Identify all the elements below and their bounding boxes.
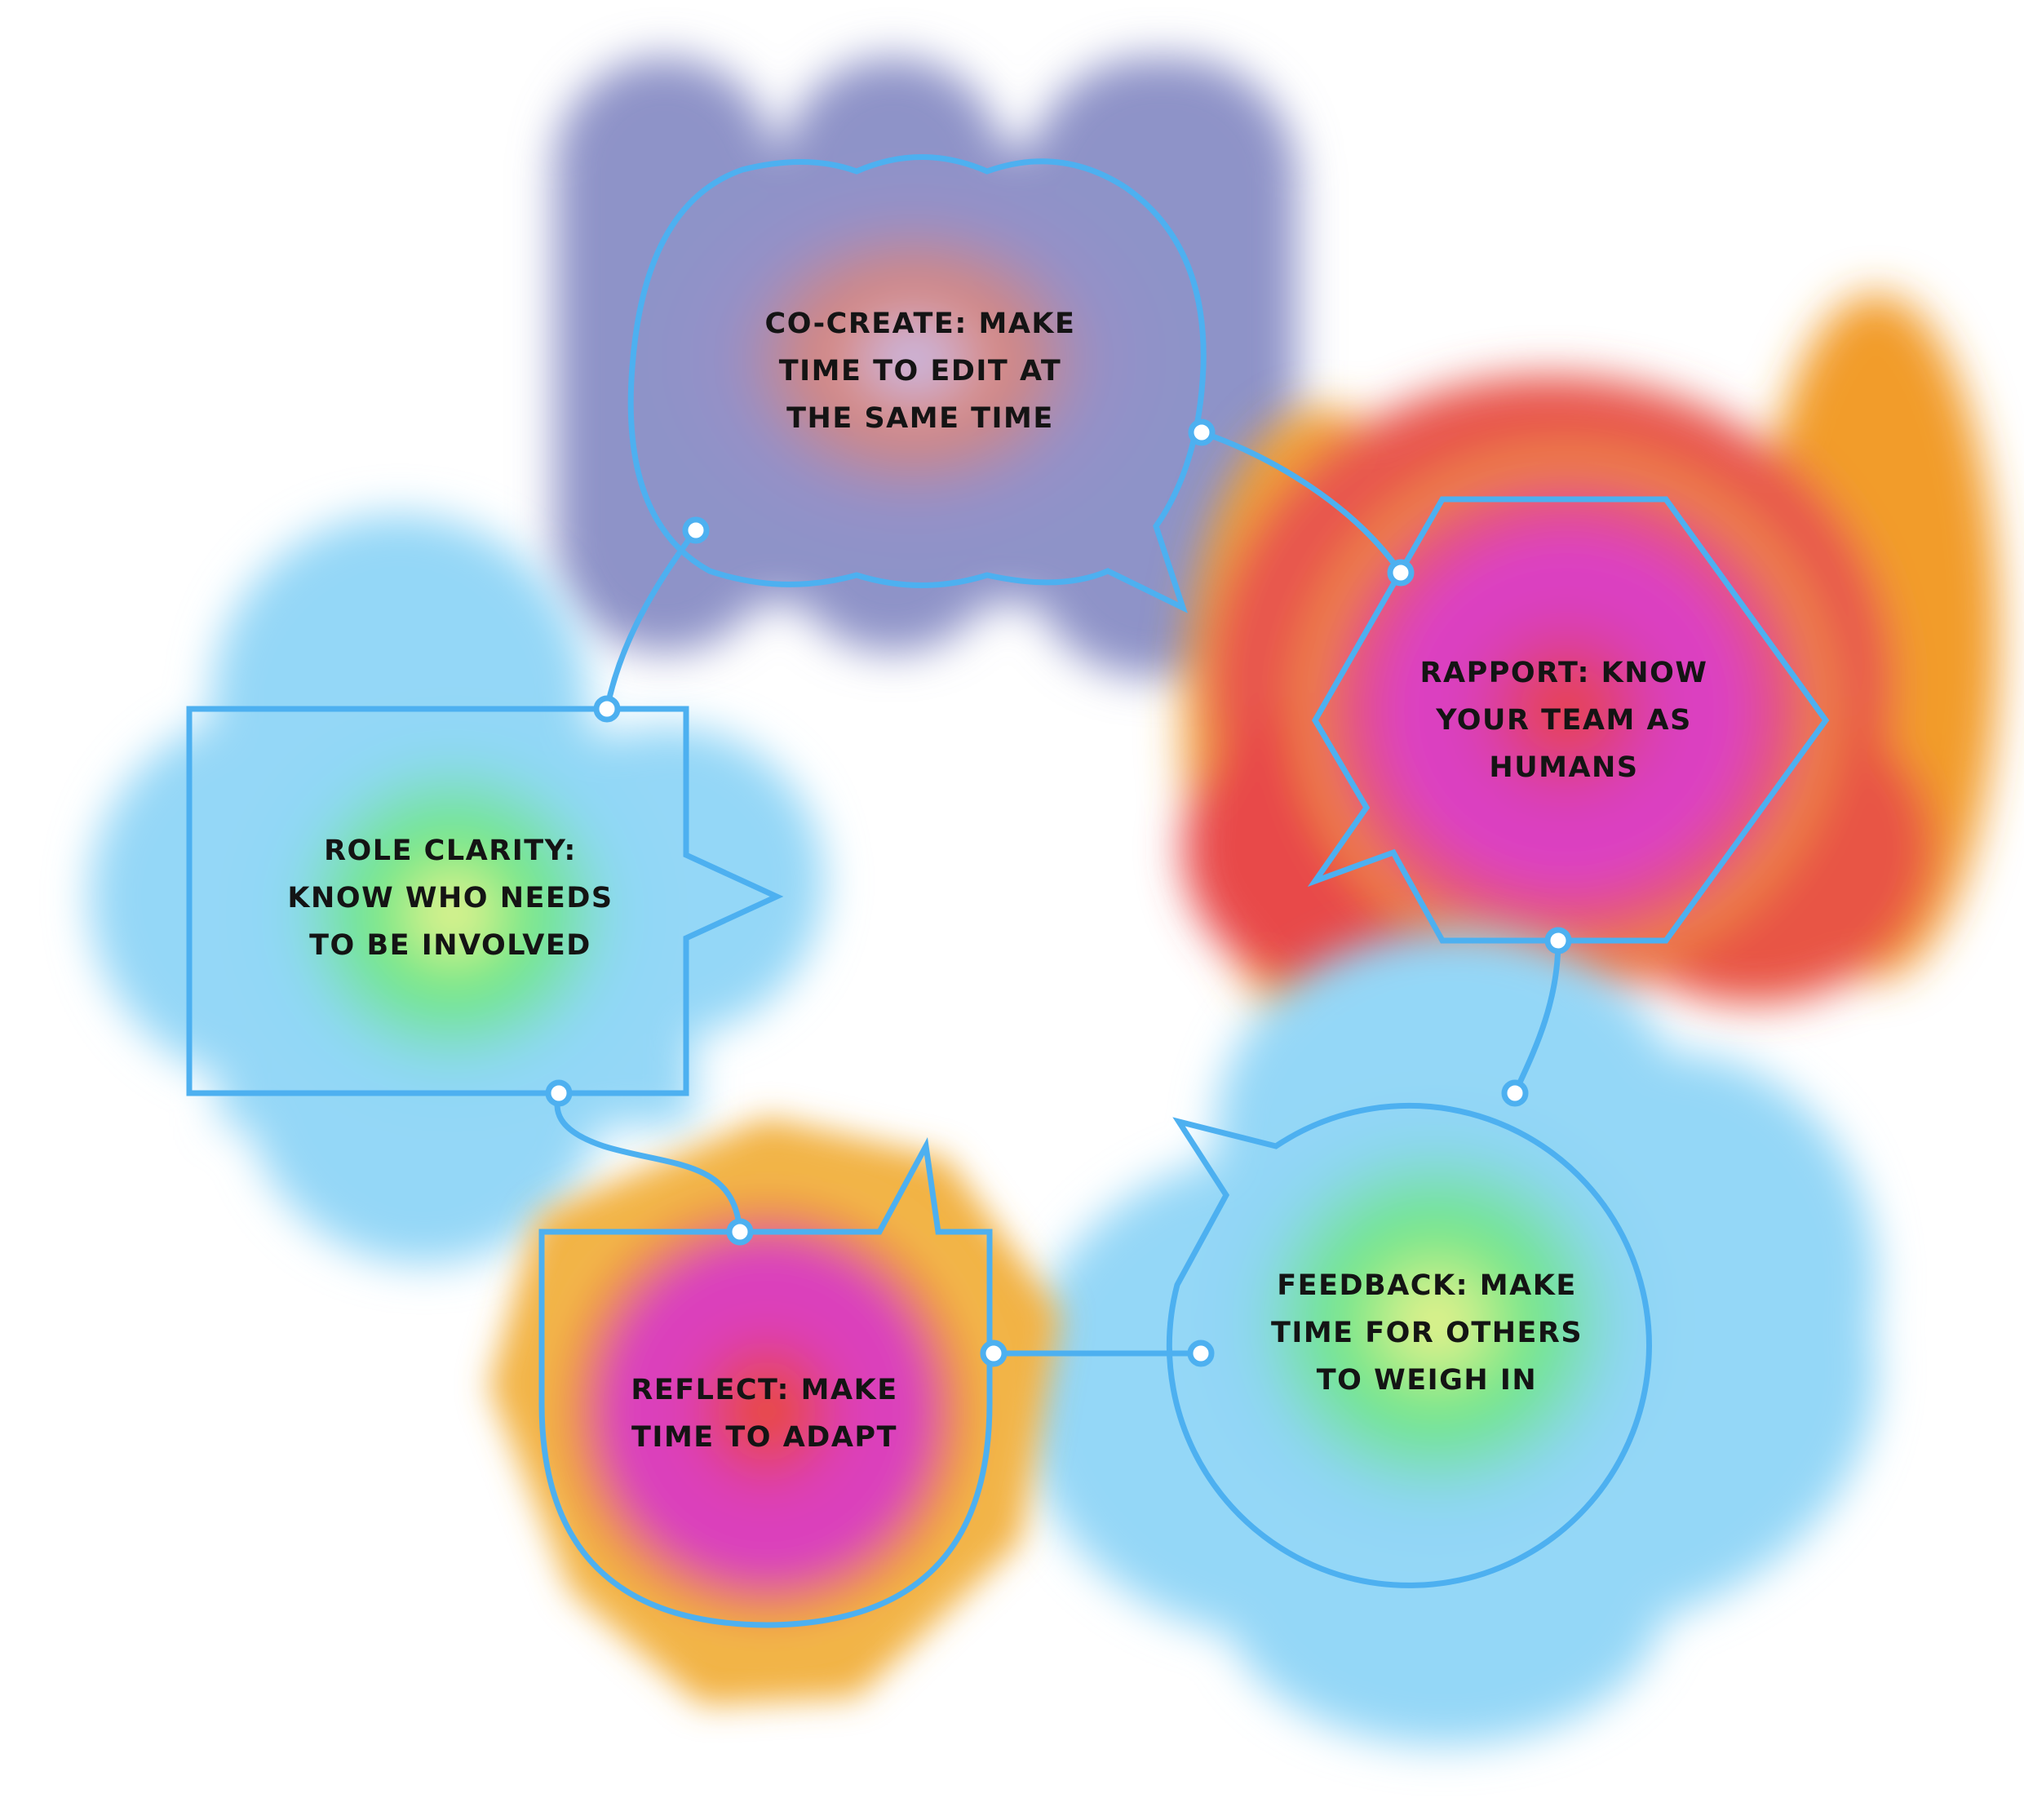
node-label-line: RAPPORT: KNOW [1419, 657, 1708, 689]
dot-role-clarity-bottom [545, 1079, 573, 1107]
dot-feedback-top [1501, 1079, 1529, 1107]
node-label-line: TIME TO ADAPT [631, 1421, 897, 1454]
node-label-co-create: CO-CREATE: MAKE TIME TO EDIT AT THE SAME… [765, 300, 1076, 442]
connector-rapport-feedback [1512, 937, 1561, 1096]
node-label-line: YOUR TEAM AS [1436, 704, 1692, 737]
connector-dots [545, 418, 1572, 1367]
dot-role-clarity-top [593, 695, 621, 723]
dot-rapport-top [1387, 559, 1415, 587]
node-label-line: THE SAME TIME [786, 402, 1054, 435]
blob-co-create [555, 57, 1297, 677]
node-label-feedback: FEEDBACK: MAKE TIME FOR OTHERS TO WEIGH … [1271, 1262, 1583, 1404]
node-label-line: HUMANS [1489, 751, 1639, 784]
square-bubble-role-clarity [186, 706, 784, 1096]
blob-reflect [489, 1118, 1061, 1705]
dot-co-create-left [682, 516, 710, 544]
node-label-line: TO WEIGH IN [1316, 1364, 1538, 1397]
node-label-line: TO BE INVOLVED [309, 929, 591, 962]
blob-rapport [1183, 294, 1999, 1028]
node-label-line: TIME FOR OTHERS [1270, 1317, 1583, 1349]
dot-reflect-right [980, 1340, 1008, 1367]
cloud-bubble-co-create [627, 154, 1207, 613]
dot-co-create-right [1188, 418, 1216, 446]
node-label-line: KNOW WHO NEEDS [287, 882, 613, 914]
node-label-line: ROLE CLARITY: [324, 835, 577, 867]
dot-reflect-top [726, 1218, 754, 1246]
node-label-rapport: RAPPORT: KNOW YOUR TEAM AS HUMANS [1420, 649, 1708, 791]
hexagon-bubble-rapport [1307, 496, 1830, 944]
connector-co-create-rapport [1198, 429, 1404, 576]
node-label-line: REFLECT: MAKE [631, 1374, 898, 1406]
node-label-line: CO-CREATE: MAKE [764, 308, 1076, 340]
connector-reflect-role-clarity [554, 1090, 743, 1235]
blob-feedback [1020, 930, 1876, 1746]
node-label-role-clarity: ROLE CLARITY: KNOW WHO NEEDS TO BE INVOL… [287, 827, 613, 969]
node-label-reflect: REFLECT: MAKE TIME TO ADAPT [631, 1366, 897, 1461]
node-label-line: FEEDBACK: MAKE [1277, 1269, 1577, 1302]
node-label-line: TIME TO EDIT AT [778, 355, 1062, 387]
circle-bubble-feedback [1166, 1102, 1652, 1588]
blob-role-clarity [90, 514, 824, 1264]
dot-rapport-bottom [1544, 927, 1572, 954]
dot-feedback-left [1187, 1340, 1215, 1367]
shape-outlines [186, 154, 1830, 1628]
tombstone-bubble-reflect [538, 1137, 993, 1628]
